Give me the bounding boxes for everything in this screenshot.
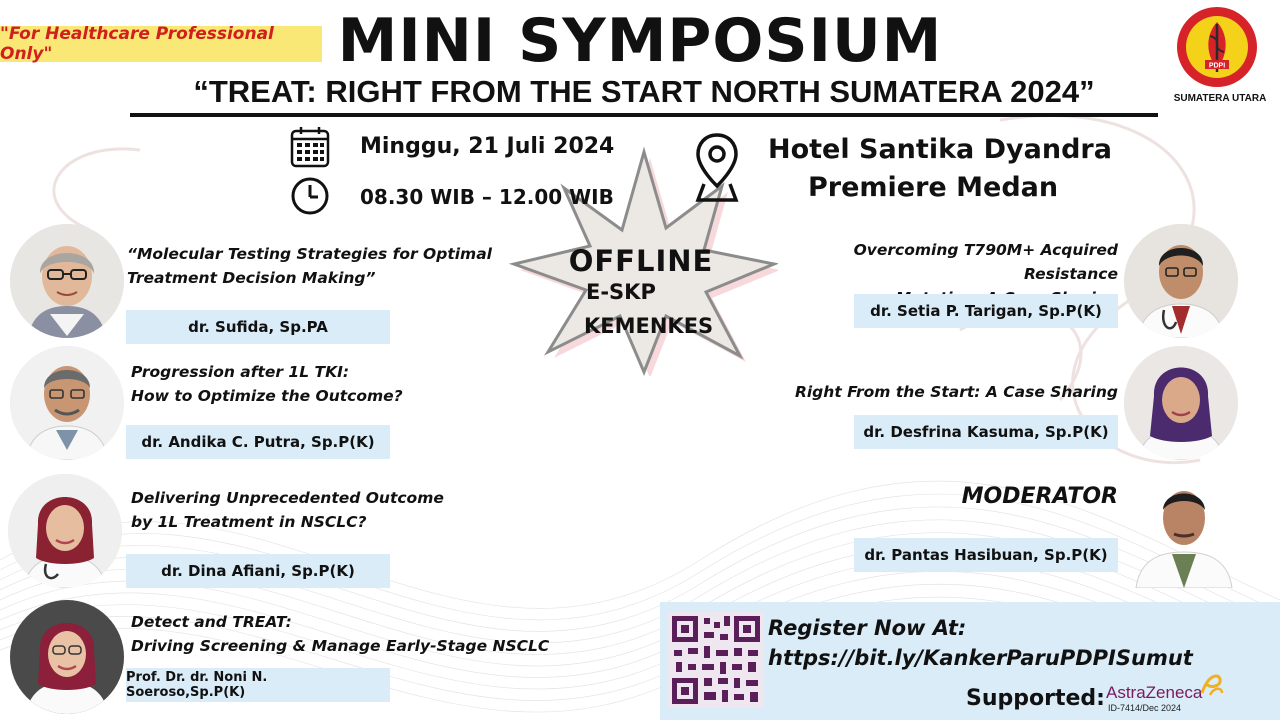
svg-text:PDPI: PDPI bbox=[1209, 63, 1225, 70]
supported-label: Supported: bbox=[966, 686, 1105, 711]
session-topic: Progression after 1L TKI: How to Optimiz… bbox=[131, 360, 403, 408]
session-topic: “Molecular Testing Strategies for Optima… bbox=[127, 242, 492, 290]
moderator-heading: MODERATOR bbox=[961, 484, 1118, 509]
speaker-photo-desfrina bbox=[1124, 346, 1238, 460]
moderator-photo bbox=[1132, 476, 1236, 589]
session-topic: Detect and TREAT: Driving Screening & Ma… bbox=[131, 610, 549, 658]
page-title: MINI SYMPOSIUM bbox=[337, 6, 943, 76]
kemenkes-label: KEMENKES bbox=[584, 314, 714, 338]
event-date: Minggu, 21 Juli 2024 bbox=[360, 134, 615, 159]
session-topic-line: Driving Screening & Manage Early-Stage N… bbox=[131, 637, 550, 655]
location-pin-icon bbox=[695, 133, 739, 202]
speaker-photo-noni bbox=[10, 600, 124, 714]
register-label: Register Now At: bbox=[768, 616, 967, 640]
speaker-name: dr. Desfrina Kasuma, Sp.P(K) bbox=[854, 415, 1118, 449]
venue-line-2: Premiere Medan bbox=[808, 172, 1059, 203]
session-topic-line: Detect and TREAT: bbox=[131, 613, 292, 631]
qr-code[interactable] bbox=[668, 612, 764, 708]
speaker-name: dr. Andika C. Putra, Sp.P(K) bbox=[126, 425, 390, 459]
logo-caption: SUMATERA UTARA bbox=[1173, 93, 1267, 104]
session-topic-line: Overcoming T790M+ Acquired Resistance bbox=[853, 241, 1118, 283]
session-topic-line: “Molecular Testing Strategies for Optima… bbox=[127, 245, 492, 263]
speaker-name: dr. Dina Afiani, Sp.P(K) bbox=[126, 554, 390, 588]
session-topic: Right From the Start: A Case Sharing bbox=[760, 380, 1118, 404]
event-time: 08.30 WIB – 12.00 WIB bbox=[360, 185, 614, 209]
session-topic-line: by 1L Treatment in NSCLC? bbox=[131, 513, 367, 531]
offline-label: OFFLINE bbox=[568, 244, 714, 278]
session-topic-line: Right From the Start: A Case Sharing bbox=[794, 383, 1118, 401]
speaker-photo-dina bbox=[8, 474, 122, 588]
venue-line-1: Hotel Santika Dyandra bbox=[768, 134, 1112, 165]
event-subtitle: “TREAT: RIGHT FROM THE START NORTH SUMAT… bbox=[130, 74, 1158, 117]
healthcare-professional-badge: "For Healthcare Professional Only" bbox=[0, 24, 322, 64]
session-topic-line: Delivering Unprecedented Outcome bbox=[131, 489, 444, 507]
moderator-name: dr. Pantas Hasibuan, Sp.P(K) bbox=[854, 538, 1118, 572]
speaker-photo-andika bbox=[10, 346, 124, 460]
speaker-photo-sufida bbox=[10, 224, 124, 338]
session-topic-line: Progression after 1L TKI: bbox=[131, 363, 350, 381]
offline-starburst bbox=[508, 146, 778, 376]
astrazeneca-logo: AstraZeneca bbox=[1106, 683, 1203, 702]
document-id: ID-7414/Dec 2024 bbox=[1108, 703, 1182, 713]
calendar-icon bbox=[290, 127, 330, 168]
session-topic: Delivering Unprecedented Outcome by 1L T… bbox=[131, 486, 444, 534]
register-link[interactable]: https://bit.ly/KankerParuPDPISumut bbox=[768, 646, 1193, 670]
speaker-photo-setia bbox=[1124, 224, 1238, 338]
astrazeneca-swirl-icon bbox=[1200, 674, 1224, 696]
pdpi-logo: PDPI bbox=[1177, 7, 1257, 87]
eskp-label: E-SKP bbox=[586, 280, 656, 304]
speaker-name: dr. Sufida, Sp.PA bbox=[126, 310, 390, 344]
clock-icon bbox=[291, 177, 329, 215]
speaker-name: Prof. Dr. dr. Noni N. Soeroso,Sp.P(K) bbox=[126, 668, 390, 702]
session-topic-line: Treatment Decision Making” bbox=[127, 269, 376, 287]
session-topic-line: How to Optimize the Outcome? bbox=[131, 387, 403, 405]
speaker-name: dr. Setia P. Tarigan, Sp.P(K) bbox=[854, 294, 1118, 328]
